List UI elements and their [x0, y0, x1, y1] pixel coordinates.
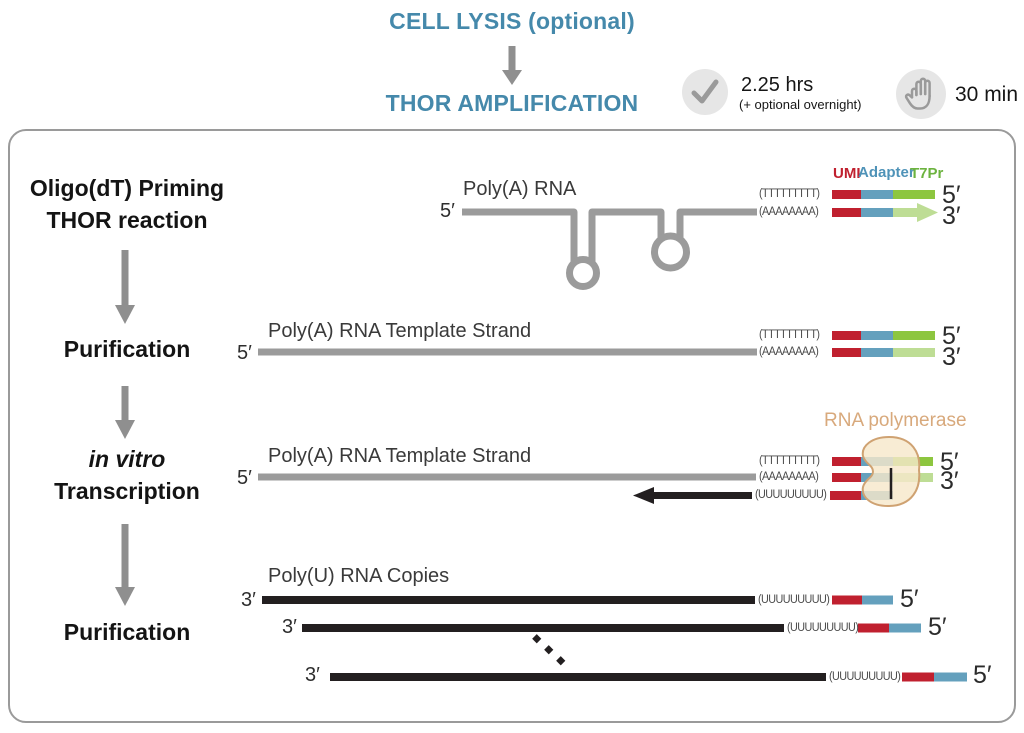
adapter-bar — [862, 595, 893, 605]
strand1-right-end: 5′ — [900, 585, 919, 613]
row3-bottom-right-end: 3′ — [940, 467, 959, 495]
polya-rna-strand — [462, 208, 757, 290]
row2-primer-bars — [832, 331, 935, 357]
umi-bar — [832, 190, 861, 199]
adapter-bar — [861, 331, 893, 340]
row3-u-sequence: (UUUUUUUUU) — [755, 489, 827, 501]
row1-bottom-right-end: 3′ — [942, 202, 961, 230]
polyu-copy-strand-1 — [262, 595, 893, 605]
nascent-rna-arrow — [633, 487, 752, 504]
step-in-vitro-transcription: in vitro Transcription — [8, 448, 246, 503]
hands-on-text: 30 min — [955, 83, 1019, 106]
adapter-bar — [861, 208, 893, 217]
row2-left-end: 5′ — [237, 342, 252, 364]
row3-a-sequence: (AAAAAAAA) — [759, 471, 819, 483]
adapter-bar — [934, 672, 967, 682]
umi-label: UMI — [833, 165, 861, 182]
t7pr-bar — [893, 331, 935, 340]
strand1-left-end: 3′ — [241, 589, 256, 611]
down-arrow-step2 — [115, 386, 135, 439]
hand-icon — [904, 77, 931, 110]
umi-bar — [832, 595, 862, 605]
duration-note: (+ optional overnight) — [739, 97, 862, 112]
step-oligo-dt-priming: Oligo(dT) Priming THOR reaction — [8, 177, 246, 232]
rna-polymerase-label: RNA polymerase — [824, 410, 967, 431]
umi-bar — [832, 457, 861, 466]
extension-arrow — [893, 203, 938, 222]
umi-bar — [902, 672, 934, 682]
umi-bar — [832, 473, 861, 482]
hairpin-loop-2 — [651, 232, 690, 272]
duration-badge — [682, 69, 728, 115]
check-icon — [691, 79, 719, 104]
step1-line1: Oligo(dT) Priming — [29, 175, 225, 201]
strand3-left-end: 3′ — [305, 664, 320, 686]
duration-text: 2.25 hrs — [741, 74, 814, 96]
row2-title: Poly(A) RNA Template Strand — [268, 320, 532, 342]
thor-amplification-heading: THOR AMPLIFICATION — [385, 90, 639, 116]
hairpin-loop-1 — [566, 256, 600, 290]
down-arrow-header — [502, 46, 522, 85]
row2-top-right-end: 5′ — [942, 322, 961, 350]
adapter-bar — [861, 190, 893, 199]
adapter-label: Adapter — [858, 164, 915, 181]
row1-t-sequence: (TTTTTTTTT) — [759, 188, 820, 200]
row1-top-right-end: 5′ — [942, 181, 961, 209]
row4-title: Poly(U) RNA Copies — [268, 565, 450, 587]
adapter-bar — [861, 348, 893, 357]
ellipsis-dots — [532, 634, 566, 666]
strand3-u-sequence: (UUUUUUUUU) — [829, 671, 901, 683]
step3-line1: in vitro — [88, 446, 166, 472]
umi-bar — [832, 348, 861, 357]
t7pr-bar-light — [893, 348, 935, 357]
step-purification-1: Purification — [63, 336, 191, 362]
row2-a-sequence: (AAAAAAAA) — [759, 346, 819, 358]
step-purification-2: Purification — [63, 619, 191, 645]
t7pr-bar — [893, 190, 935, 199]
row3-left-end: 5′ — [237, 467, 252, 489]
adapter-bar — [889, 623, 921, 633]
step1-line2: THOR reaction — [46, 207, 208, 233]
down-arrow-step1 — [115, 250, 135, 324]
cell-lysis-heading: CELL LYSIS (optional) — [389, 8, 635, 34]
hands-on-badge — [896, 69, 946, 119]
strand1-u-sequence: (UUUUUUUUU) — [758, 594, 830, 606]
strand2-u-sequence: (UUUUUUUUU) — [787, 622, 859, 634]
strand2-right-end: 5′ — [928, 613, 947, 641]
strand2-left-end: 3′ — [282, 616, 297, 638]
row1-a-sequence: (AAAAAAAA) — [759, 206, 819, 218]
umi-bar — [832, 331, 861, 340]
row3-top-right-end: 5′ — [940, 448, 959, 476]
row1-left-end: 5′ — [440, 200, 455, 222]
row2-bottom-right-end: 3′ — [942, 343, 961, 371]
row1-primer-bars — [832, 190, 938, 222]
step3-line2: Transcription — [54, 478, 200, 504]
row1-title: Poly(A) RNA — [463, 178, 577, 200]
polyu-copy-strand-2 — [302, 623, 921, 633]
umi-bar — [830, 491, 861, 500]
umi-bar — [858, 623, 889, 633]
polyu-copy-strand-3 — [330, 672, 967, 682]
row3-t-sequence: (TTTTTTTTT) — [759, 455, 820, 467]
row2-t-sequence: (TTTTTTTTT) — [759, 329, 820, 341]
t7pr-label: T7Pr — [910, 165, 944, 182]
strand3-right-end: 5′ — [973, 661, 992, 689]
row3-title: Poly(A) RNA Template Strand — [268, 445, 532, 467]
down-arrow-step3 — [115, 524, 135, 606]
umi-bar — [832, 208, 861, 217]
